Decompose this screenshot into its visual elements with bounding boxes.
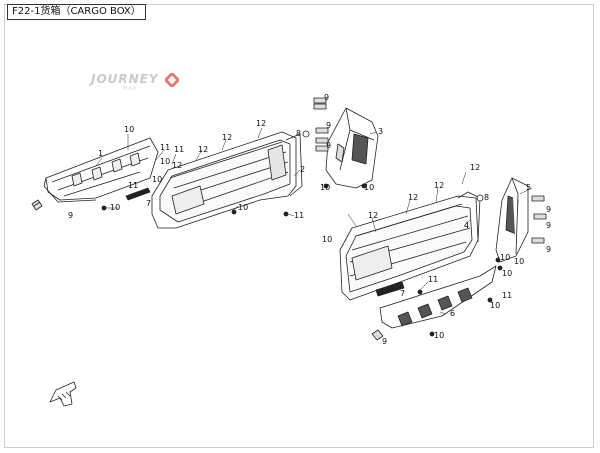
callout-12e: 12 <box>470 163 481 172</box>
callout-4: 4 <box>464 221 470 230</box>
callout-10k: 10 <box>502 269 513 278</box>
callout-12: 12 <box>172 161 183 170</box>
callout-10b: 10 <box>160 157 171 166</box>
callout-10j: 10 <box>514 257 525 266</box>
callout-9c: 9 <box>326 121 332 130</box>
callout-12h: 12 <box>368 211 379 220</box>
callout-12c: 12 <box>222 133 233 142</box>
part-9-bolt-right-low <box>371 329 384 341</box>
callout-7: 7 <box>146 199 152 208</box>
callout-8a: 8 <box>296 129 302 138</box>
callout-9e: 9 <box>546 205 552 214</box>
callout-11: 11 <box>160 143 171 152</box>
callout-10d: 10 <box>110 203 121 212</box>
callout-10c: 10 <box>152 175 163 184</box>
part-9-bolt-left <box>31 199 43 211</box>
callout-1: 1 <box>98 149 104 158</box>
part-4-right-side-panel <box>339 191 481 301</box>
callout-12b: 12 <box>198 145 209 154</box>
diagram-title: F22-1货箱（CARGO BOX） <box>7 4 146 20</box>
callout-12g: 12 <box>408 193 419 202</box>
brand-logo: JOURNEY <box>91 72 159 86</box>
callout-7b: 7 <box>400 289 406 298</box>
callout-9f: 9 <box>546 221 552 230</box>
callout-3: 3 <box>378 127 384 136</box>
callout-9h: 9 <box>382 337 388 346</box>
callout-6: 6 <box>450 309 456 318</box>
part-7-grille-left <box>125 187 151 201</box>
front-direction-arrow-icon <box>49 381 77 407</box>
part-1-left-front-panel <box>43 137 159 203</box>
callout-9a: 9 <box>68 211 74 220</box>
callout-11e: 11 <box>428 275 439 284</box>
callout-9b: 9 <box>324 93 330 102</box>
callout-10e: 10 <box>238 203 249 212</box>
callout-11d: 11 <box>294 211 305 220</box>
callout-2: 2 <box>300 165 306 174</box>
brand-logo-sub: MAX <box>123 86 138 92</box>
brand-logo-icon <box>165 73 179 87</box>
leader-lines <box>95 127 533 315</box>
callout-12f: 12 <box>434 181 445 190</box>
callout-10f: 10 <box>320 183 331 192</box>
part-8-clip-upper <box>302 130 310 138</box>
callout-5: 5 <box>526 183 532 192</box>
callout-12d: 12 <box>256 119 267 128</box>
callout-10i: 10 <box>500 253 511 262</box>
part-10-screws-part3 <box>323 183 367 189</box>
part-9-bolts-right <box>531 195 547 244</box>
callout-8b: 8 <box>484 193 490 202</box>
part-6-right-bottom-step <box>379 265 497 329</box>
callout-9g: 9 <box>546 245 552 254</box>
callout-10: 10 <box>124 125 135 134</box>
callout-10g: 10 <box>364 183 375 192</box>
part-2-left-side-panel <box>151 131 303 229</box>
callout-11b: 11 <box>174 145 185 154</box>
diagram-frame <box>4 4 594 448</box>
part-7-grille-right <box>375 281 405 297</box>
callout-9d: 9 <box>326 141 332 150</box>
callout-11c: 11 <box>128 181 139 190</box>
part-5-right-rear-corner <box>495 177 529 263</box>
part-9-bolts-upper <box>313 97 329 152</box>
callout-11f: 11 <box>502 291 513 300</box>
callout-10h: 10 <box>322 235 333 244</box>
part-3-rear-corner-piece <box>325 107 379 189</box>
part-8-clip-right <box>476 194 484 202</box>
callout-10l: 10 <box>490 301 501 310</box>
part-10-screws <box>101 205 503 337</box>
callout-10m: 10 <box>434 331 445 340</box>
